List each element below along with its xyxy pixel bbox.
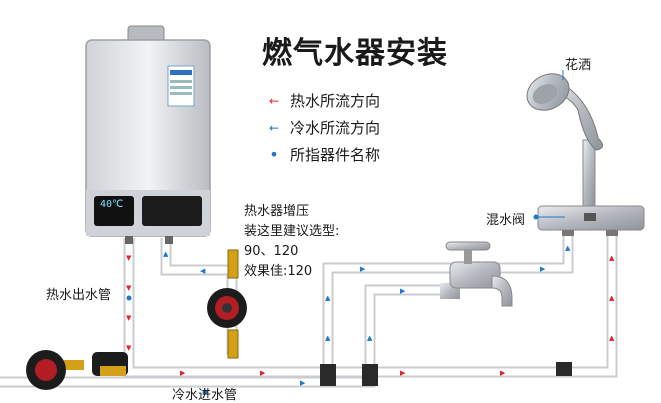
booster-note-line: 90、120: [244, 244, 299, 259]
svg-text:▲: ▲: [609, 294, 615, 302]
svg-text:▲: ▲: [609, 334, 615, 342]
water-heater: [85, 25, 211, 244]
booster-note: 热水器增压 装这里建议选型: 90、120 效果佳:120: [244, 202, 339, 282]
svg-text:▲: ▲: [163, 250, 169, 258]
booster-pump-2: [26, 350, 128, 390]
svg-text:▶: ▶: [300, 379, 306, 387]
faucet: [440, 241, 513, 307]
cold-arrow-icon: ←: [268, 120, 280, 135]
svg-text:▼: ▼: [126, 344, 132, 352]
cold-inlet-pipe-label: 冷水进水管: [172, 388, 238, 403]
booster-pump: [207, 249, 247, 359]
svg-text:▶: ▶: [400, 369, 406, 377]
legend-cold-label: 冷水所流方向: [290, 119, 381, 137]
booster-note-line: 热水器增压: [244, 204, 310, 219]
svg-text:▶: ▶: [260, 369, 266, 377]
svg-text:▲: ▲: [325, 334, 331, 342]
booster-note-line: 装这里建议选型:: [244, 224, 340, 239]
svg-text:▲: ▲: [565, 244, 571, 252]
pipe-fittings: [320, 362, 572, 386]
legend-component-name: • 所指器件名称: [262, 144, 380, 165]
mixer-valve: [537, 205, 645, 236]
svg-text:▲: ▲: [367, 334, 373, 342]
svg-text:▼: ▼: [126, 314, 132, 322]
hot-flow-arrows: ▼ ▼ ▼ ▼ ▶ ▶ ▶ ▶ ▲ ▲ ▲: [126, 254, 615, 377]
shower-label: 花洒: [565, 58, 592, 73]
pointer-lines: [533, 70, 565, 220]
svg-text:▲: ▲: [325, 294, 331, 302]
dot-icon: •: [269, 145, 279, 164]
legend-hot-flow: ← 热水所流方向: [262, 90, 380, 111]
svg-text:◀: ◀: [200, 267, 206, 275]
svg-text:▶: ▶: [180, 369, 186, 377]
svg-text:▶: ▶: [360, 265, 366, 273]
svg-text:▼: ▼: [126, 254, 132, 262]
svg-text:▶: ▶: [540, 265, 546, 273]
svg-text:▶: ▶: [400, 287, 406, 295]
legend-cold-flow: ← 冷水所流方向: [262, 117, 380, 138]
legend-hot-label: 热水所流方向: [290, 92, 381, 110]
mixer-valve-label: 混水阀: [486, 213, 526, 228]
booster-note-line: 效果佳:120: [244, 264, 313, 279]
svg-text:▲: ▲: [609, 254, 615, 262]
hot-arrow-icon: ←: [268, 93, 280, 108]
diagram-title: 燃气水器安装: [262, 36, 448, 71]
heater-display: 40℃: [100, 199, 124, 210]
shower: [526, 73, 603, 207]
hot-outlet-pipe-label: 热水出水管: [46, 288, 112, 303]
pointer-dots: [126, 295, 208, 395]
svg-text:▼: ▼: [126, 284, 132, 292]
svg-text:▶: ▶: [500, 369, 506, 377]
legend-component-label: 所指器件名称: [290, 146, 381, 164]
